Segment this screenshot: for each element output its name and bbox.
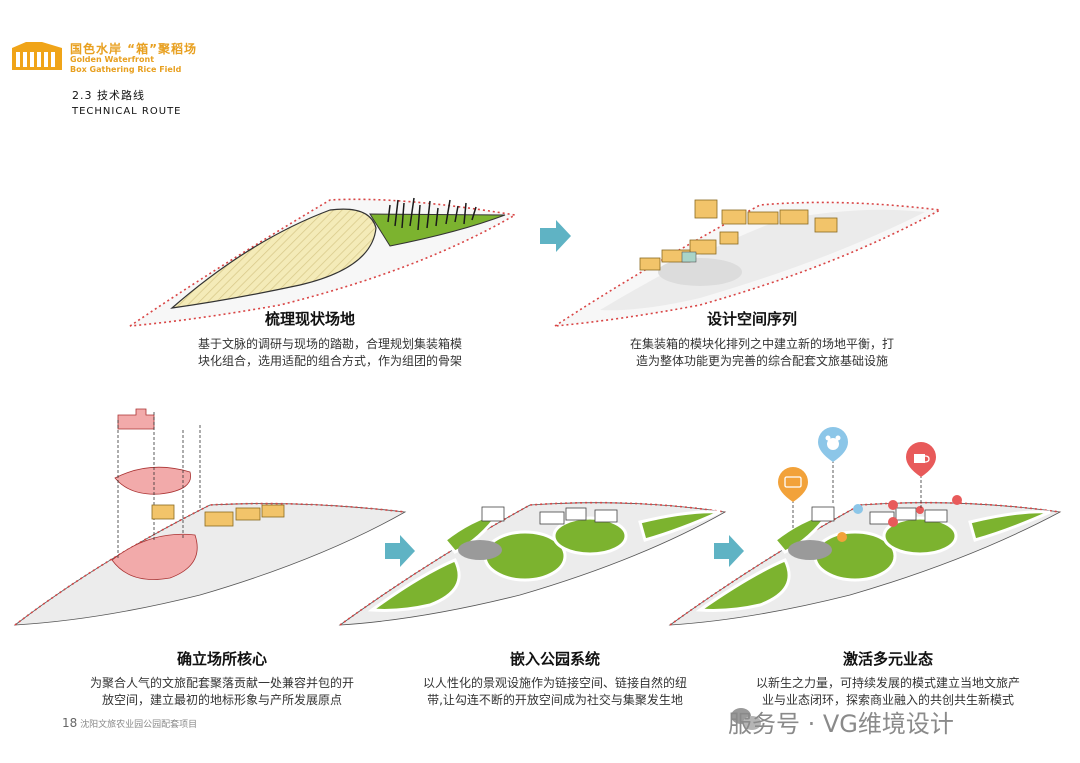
coffee-pin-icon: [906, 442, 936, 510]
step-2-desc-line2: 造为整体功能更为完善的综合配套文旅基础设施: [635, 354, 888, 368]
step-2-desc-line1: 在集装箱的模块化排列之中建立新的场地平衡，打: [629, 337, 894, 351]
step-4-title: 嵌入公园系统: [509, 650, 600, 668]
step-4-desc-line2: 带,让勾连不断的开放空间成为社交与集聚发生地: [427, 693, 683, 707]
arrow-icon: [540, 220, 571, 252]
brand-logo-icon: [12, 42, 62, 70]
site-diagram-1: [129, 197, 518, 327]
page-footer: 18 沈阳文旅农业园公园配套项目: [62, 716, 197, 730]
bear-pin-icon: [818, 427, 848, 505]
page-number: 18: [62, 716, 78, 730]
card-pin-icon: [778, 467, 808, 530]
step-2-desc: 在集装箱的模块化排列之中建立新的场地平衡，打 造为整体功能更为完善的综合配套文旅…: [612, 336, 912, 370]
site-diagram-2: [554, 199, 943, 327]
step-4-desc-line1: 以人性化的景观设施作为链接空间、链接自然的纽: [422, 676, 687, 690]
step-2-title: 设计空间序列: [706, 310, 797, 328]
project-name: 沈阳文旅农业园公园配套项目: [80, 720, 198, 730]
step-5-title: 激活多元业态: [842, 650, 933, 668]
watermark-text: 服务号 · VG维境设计: [728, 710, 954, 738]
step-3-desc-line1: 为聚合人气的文旅配套聚落贡献一处兼容并包的开: [89, 676, 354, 690]
step-4-desc: 以人性化的景观设施作为链接空间、链接自然的纽 带,让勾连不断的开放空间成为社交与…: [405, 675, 705, 709]
step-3-desc-line2: 放空间，建立最初的地标形象与产所发展原点: [101, 693, 342, 707]
brand-name-en-2: Box Gathering Rice Field: [70, 65, 182, 74]
step-3-title: 确立场所核心: [176, 650, 267, 668]
step-5-desc: 以新生之力量，可持续发展的模式建立当地文旅产 业与业态闭环，探索商业融入的共创共…: [738, 675, 1038, 709]
brand-name-en-1: Golden Waterfront: [70, 55, 155, 64]
site-diagram-5: [668, 495, 1062, 626]
step-1-desc-line1: 基于文脉的调研与现场的踏勘，合理规划集装箱模: [197, 337, 462, 351]
step-3-desc: 为聚合人气的文旅配套聚落贡献一处兼容并包的开 放空间，建立最初的地标形象与产所发…: [72, 675, 372, 709]
arrow-icon: [714, 535, 744, 567]
step-1-desc-line2: 块化组合，选用适配的组合方式，作为组团的骨架: [197, 354, 462, 368]
step-5-desc-line2: 业与业态闭环，探索商业融入的共创共生新模式: [761, 693, 1014, 707]
section-title: 2.3 技术路线: [72, 89, 145, 102]
brand-name-cn: 国色水岸 “箱”聚稻场: [70, 42, 197, 56]
section-subtitle: TECHNICAL ROUTE: [72, 106, 182, 117]
site-diagram-3: [13, 408, 407, 626]
step-1-title: 梳理现状场地: [264, 310, 355, 328]
step-1-desc: 基于文脉的调研与现场的踏勘，合理规划集装箱模 块化组合，选用适配的组合方式，作为…: [180, 336, 480, 370]
arrow-icon: [385, 535, 415, 567]
step-5-desc-line1: 以新生之力量，可持续发展的模式建立当地文旅产: [755, 676, 1020, 690]
site-diagram-4: [338, 501, 727, 626]
wechat-icon: [731, 708, 761, 730]
